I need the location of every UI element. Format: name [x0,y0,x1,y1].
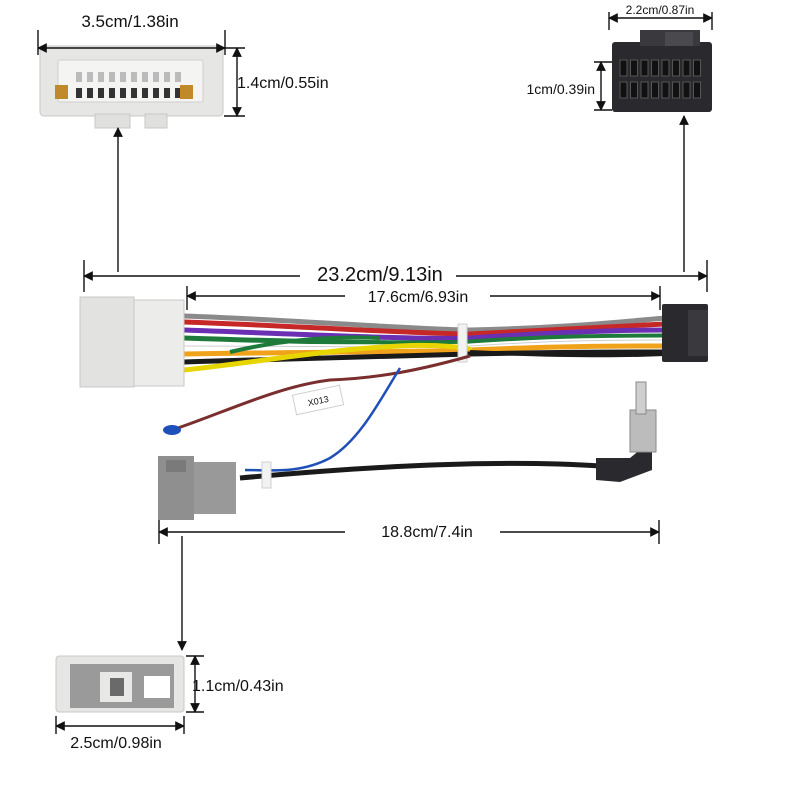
connector-b [612,30,712,112]
connector-harness-right [662,304,708,362]
pin [87,72,93,82]
pin [630,59,638,77]
pin [120,88,126,98]
pin [98,88,104,98]
pin [76,88,82,98]
connector-c [55,655,185,713]
pin [153,72,159,82]
dim-connector-a-width [37,30,226,55]
wire-brown [177,354,471,430]
pin [142,72,148,82]
pin [164,88,170,98]
pin [98,72,104,82]
pin [661,59,670,77]
pin [651,81,659,99]
pin [109,88,115,98]
label-connector-a-height: 1.4cm/0.55in [237,75,329,92]
pin [87,88,93,98]
dim-connector-b-width [608,12,713,30]
dim-connector-c-height [186,655,204,713]
wire-blue [244,367,402,472]
pin [651,59,659,77]
dim-antenna-length [158,520,660,544]
cable-tag: X013 [291,384,345,416]
pin [693,59,701,77]
pin [672,59,680,77]
pin [142,88,148,98]
pin [619,81,628,99]
pin [661,81,670,99]
pin [120,72,126,82]
pin [76,72,82,82]
pin [131,88,137,98]
pin [175,72,181,82]
pin [672,81,680,99]
dim-harness-length [186,286,661,310]
connector-antenna-grey [158,456,236,520]
dim-connector-b-height [594,61,612,111]
dim-connector-a-height [224,47,245,117]
wire-bundle [183,313,666,373]
pin [640,81,649,99]
pin [131,72,137,82]
cable-tie [261,461,272,489]
label-overall-length: 23.2cm/9.13in [317,264,443,286]
sensor-probe [163,425,181,435]
wire-antenna [239,460,601,481]
label-connector-b-width: 2.2cm/0.87in [626,3,695,17]
cable-tag-text: X013 [307,394,330,408]
pin [630,81,638,99]
connector-a [39,45,224,129]
dim-connector-c-width [55,716,185,734]
label-connector-c-width: 2.5cm/0.98in [70,735,162,752]
label-antenna-length: 18.8cm/7.4in [381,524,473,541]
label-harness-length: 17.6cm/6.93in [368,289,469,306]
pin [619,59,628,77]
pin [682,81,691,99]
pin [175,88,181,98]
pin [693,81,701,99]
pin [153,88,159,98]
pin [109,72,115,82]
antenna-plug [596,381,657,482]
dim-overall-length [83,260,708,292]
pin [164,72,170,82]
label-connector-a-width: 3.5cm/1.38in [81,12,178,31]
pin [640,59,649,77]
label-connector-c-height: 1.1cm/0.43in [192,678,284,695]
label-connector-b-height: 1cm/0.39in [527,81,595,97]
pin [682,59,691,77]
connector-harness-left [79,296,185,388]
